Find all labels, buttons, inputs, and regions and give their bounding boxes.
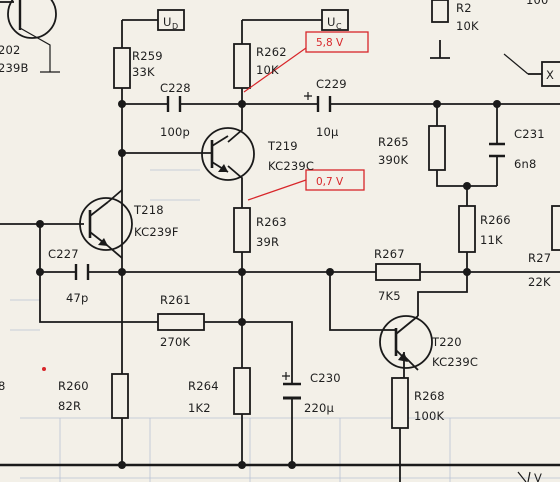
t219-type: KC239C xyxy=(268,159,314,173)
annotation-emitter-voltage: 0,7 V xyxy=(247,169,365,201)
r2-label: R2 xyxy=(456,1,472,15)
c227-value: 47p xyxy=(66,291,89,305)
t218-type: KC239F xyxy=(134,225,179,239)
r263-label: R263 xyxy=(256,215,287,229)
r27x-value: 22K xyxy=(528,275,551,289)
transistor-t220 xyxy=(379,315,433,369)
c230-label: C230 xyxy=(310,371,341,385)
transistor-t219 xyxy=(201,127,255,181)
resistor-r27x-edge xyxy=(551,205,560,251)
t202-label-fragment: 202 xyxy=(0,43,21,57)
bottom-right-fragment: V xyxy=(534,471,542,482)
terminal-uc-box xyxy=(321,9,349,31)
resistor-r263 xyxy=(233,207,251,253)
resistor-r259 xyxy=(113,47,131,89)
red-dot-mark xyxy=(42,367,46,371)
r267-label: R267 xyxy=(374,247,405,261)
c230-value: 220µ xyxy=(304,401,335,415)
capacitor-c227 xyxy=(74,264,90,280)
resistor-r265 xyxy=(428,125,446,171)
capacitor-c229 xyxy=(304,92,332,112)
c228-label: C228 xyxy=(160,81,191,95)
r268-value: 100K xyxy=(414,409,445,423)
uc-terminal-label: U xyxy=(327,15,336,29)
transistor-t218 xyxy=(79,197,133,251)
t202-type-fragment: 239B xyxy=(0,61,29,75)
t219-label: T219 xyxy=(267,139,298,153)
r265-label: R265 xyxy=(378,135,409,149)
background-grid xyxy=(10,169,560,482)
junction-dots xyxy=(36,100,501,469)
t220-type: KC239C xyxy=(432,355,478,369)
r260-value: 82R xyxy=(58,399,81,413)
c227-label: C227 xyxy=(48,247,79,261)
r27x-label: R27 xyxy=(528,251,551,265)
r261-label: R261 xyxy=(160,293,191,307)
uc-voltage-value: 5,8 V xyxy=(316,37,344,49)
resistor-r267 xyxy=(375,263,421,281)
terminal-x-box xyxy=(541,61,560,87)
r2-value: 10K xyxy=(456,19,479,33)
c229-value: 10µ xyxy=(316,125,339,139)
resistor-r261 xyxy=(157,313,205,331)
uc-terminal-subscript: C xyxy=(336,22,342,31)
r262-label: R262 xyxy=(256,45,287,59)
r260-label: R260 xyxy=(58,379,89,393)
terminal-ud-box xyxy=(157,9,185,31)
r259-label: R259 xyxy=(132,49,163,63)
resistor-r260 xyxy=(111,373,129,419)
c228-value: 100p xyxy=(160,125,190,139)
c231-value: 6n8 xyxy=(514,157,537,171)
r265-value: 390K xyxy=(378,153,409,167)
t218-label: T218 xyxy=(133,203,164,217)
r264-label: R264 xyxy=(188,379,219,393)
t220-label: T220 xyxy=(431,335,462,349)
left-edge-fragment: 8 xyxy=(0,379,6,393)
emitter-voltage-value: 0,7 V xyxy=(316,176,344,188)
r264-value: 1K2 xyxy=(188,401,211,415)
r262-value: 10K xyxy=(256,63,279,77)
r263-value: 39R xyxy=(256,235,279,249)
r267-value: 7K5 xyxy=(378,289,401,303)
ud-terminal-subscript: D xyxy=(172,22,178,31)
r268-label: R268 xyxy=(414,389,445,403)
transistor-t202 xyxy=(7,0,57,39)
x-terminal-label: X xyxy=(546,68,554,82)
r266-value: 11K xyxy=(480,233,503,247)
resistor-r268 xyxy=(391,377,409,429)
resistor-r262 xyxy=(233,43,251,89)
annotation-uc-voltage: 5,8 V xyxy=(243,31,369,93)
resistor-r264 xyxy=(233,367,251,415)
capacitor-c230 xyxy=(282,372,301,400)
c229-label: C229 xyxy=(316,77,347,91)
resistor-r266 xyxy=(458,205,476,253)
top-right-fragment: 100 xyxy=(526,0,549,7)
r266-label: R266 xyxy=(480,213,511,227)
ud-terminal-label: U xyxy=(163,15,172,29)
capacitor-c228 xyxy=(166,96,182,112)
c231-label: C231 xyxy=(514,127,545,141)
r259-value: 33K xyxy=(132,65,155,79)
capacitor-c231 xyxy=(489,142,505,158)
r261-value: 270K xyxy=(160,335,191,349)
resistor-r2 xyxy=(431,0,449,23)
